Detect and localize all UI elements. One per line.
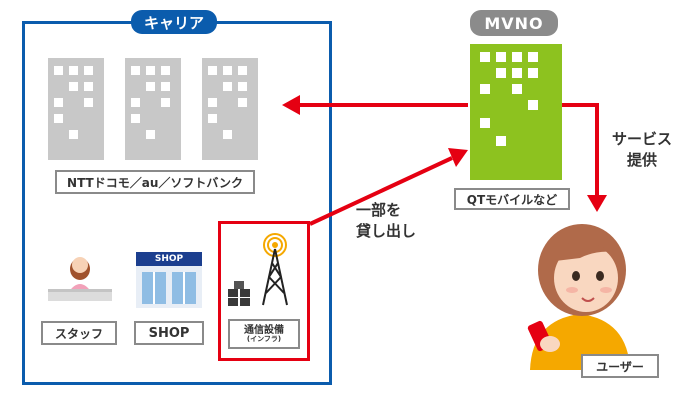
lend-label-line2: 貸し出し [356, 222, 417, 240]
building-icon-2 [125, 58, 181, 160]
service-label-line2: 提供 [627, 151, 658, 169]
carrier-companies-label: NTTドコモ／au／ソフトバンク [55, 170, 255, 194]
service-label: サービス 提供 [612, 129, 672, 171]
antenna-tower-icon [228, 233, 288, 306]
staff-icon [48, 257, 112, 301]
building-icon-1 [48, 58, 104, 160]
infra-label: 通信設備 (インフラ) [228, 319, 300, 349]
user-label: ユーザー [581, 354, 659, 378]
shop-sign-text: SHOP [154, 254, 184, 264]
carrier-buildings [48, 58, 258, 160]
lend-label-line1: 一部を [356, 201, 402, 219]
mvno-building-icon [470, 44, 562, 180]
mvno-badge: MVNO [470, 10, 558, 36]
service-label-line1: サービス [612, 130, 673, 148]
infra-label-text: 通信設備 [244, 324, 284, 336]
carrier-badge: キャリア [131, 10, 217, 34]
shop-label: SHOP [134, 321, 204, 345]
lend-label: 一部を 貸し出し [356, 200, 416, 242]
arrow-infra-to-mvno [309, 148, 468, 226]
infra-sublabel-text: (インフラ) [246, 334, 282, 343]
arrow-mvno-to-user [562, 103, 607, 212]
infra-highlight-box [218, 221, 310, 361]
shop-icon [136, 252, 202, 308]
mvno-example-label: QTモバイルなど [454, 188, 570, 210]
building-icon-3 [202, 58, 258, 160]
arrow-mvno-to-carrier [282, 95, 468, 115]
user-woman-icon [527, 224, 630, 370]
staff-label: スタッフ [41, 321, 117, 345]
